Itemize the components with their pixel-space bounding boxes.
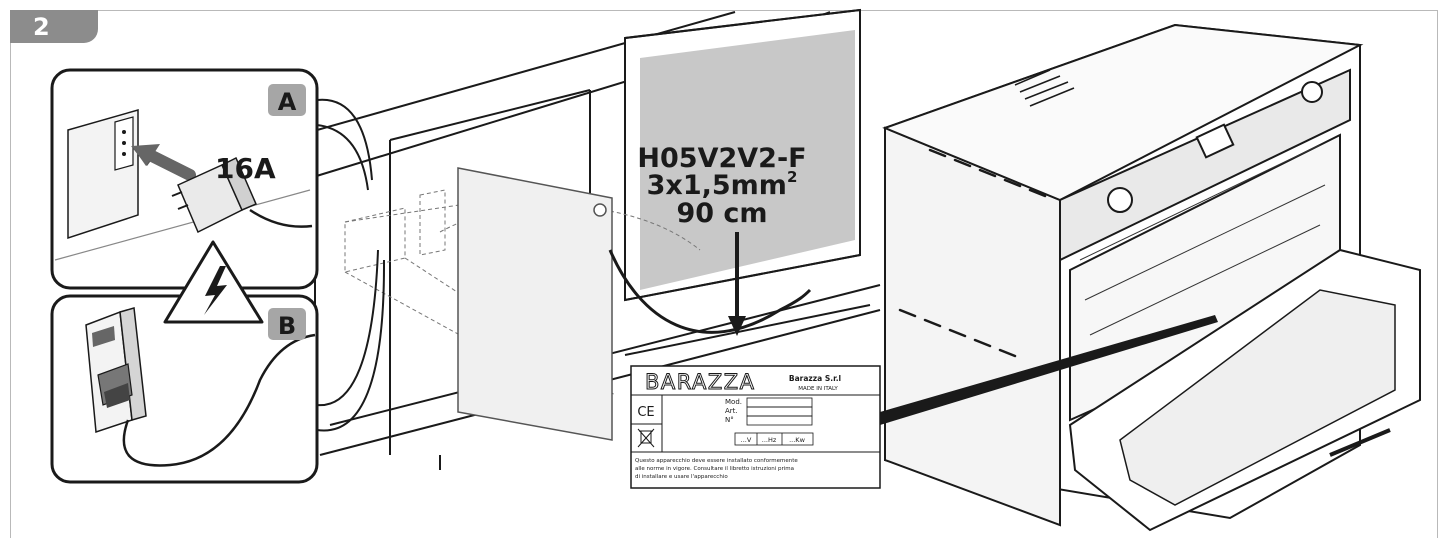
weee-bin-icon [637, 428, 655, 448]
panel-b-breaker: B [50, 294, 319, 484]
plate-pointer [880, 315, 1218, 425]
cabinet-illustration [309, 8, 881, 470]
cable-section-label: 3x1,5mm2 [647, 168, 798, 201]
breaker-cable [122, 333, 316, 467]
oven-illustration [882, 23, 1421, 532]
cable-section-superscript: 2 [787, 168, 797, 186]
cable-length-label: 90 cm [676, 198, 767, 229]
step-number: 2 [33, 13, 50, 41]
rating-plate-company: Barazza S.r.l [789, 374, 841, 383]
panel-a-letter: A [278, 88, 297, 116]
rating-plate: BARAZZA Barazza S.r.l MADE IN ITALY CE M… [630, 365, 881, 489]
figure-frame [10, 10, 1438, 538]
plate-power: ...Kw [789, 436, 805, 444]
step-tab [10, 10, 98, 43]
plate-voltage: ...V [741, 436, 752, 444]
plate-note-line-1: Questo apparecchio deve essere installat… [635, 458, 798, 464]
plate-note-line-3: di installare e usare l'apparecchio [635, 474, 728, 480]
panel-connector-lines [316, 98, 386, 432]
warning-high-voltage-icon [163, 240, 264, 324]
plug-icon [171, 156, 313, 234]
rating-plate-brand: BARAZZA [645, 370, 756, 394]
breaker-switch-icon [85, 307, 147, 434]
plate-field-mod: Mod. [725, 398, 742, 406]
plate-note-line-2: alle norme in vigore. Consultare il libr… [635, 466, 794, 472]
rating-plate-origin: MADE IN ITALY [798, 386, 838, 392]
plate-frequency: ...Hz [762, 436, 777, 444]
panel-b-letter: B [278, 312, 296, 340]
socket-rating-label: 16A [215, 152, 276, 185]
panel-a-badge [268, 84, 306, 116]
socket-icon [67, 109, 139, 240]
plate-field-art: Art. [725, 407, 738, 415]
panel-a-socket: 16A A [50, 68, 319, 290]
cable-arrow [728, 232, 746, 336]
ce-mark-icon: CE [637, 405, 654, 420]
cable-type-label: H05V2V2-F [637, 143, 806, 174]
cabinet-door-panel [457, 167, 613, 441]
panel-b-badge [268, 308, 306, 340]
plate-field-serial: N° [725, 416, 734, 424]
